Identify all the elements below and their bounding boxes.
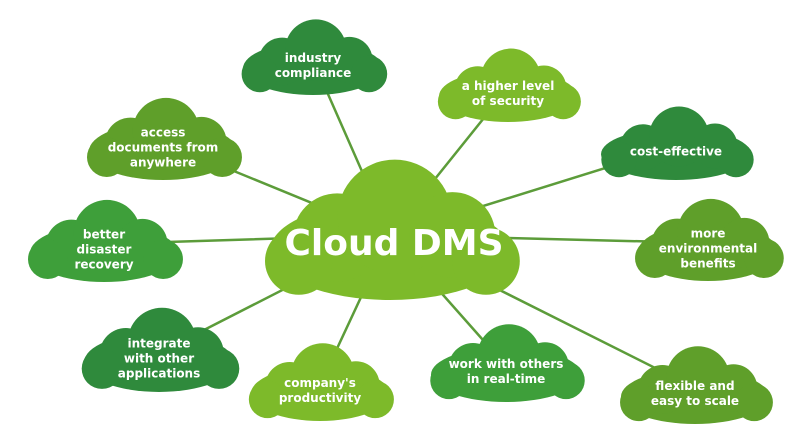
center-title: Cloud DMS xyxy=(284,223,503,264)
cloud-shape xyxy=(437,48,581,123)
node-label-line: of security xyxy=(472,94,544,108)
node-label-line: recovery xyxy=(74,258,133,272)
center-cloud: Cloud DMS xyxy=(265,159,520,300)
center-cloud-shape xyxy=(265,159,520,300)
node-label-line: work with others xyxy=(449,357,564,371)
cloud-shape xyxy=(27,199,183,282)
node-label-line: productivity xyxy=(279,391,362,405)
node-label-line: applications xyxy=(118,367,201,381)
node-label-line: in real-time xyxy=(467,372,546,386)
cloud-shape xyxy=(81,307,240,392)
node-label-line: documents from xyxy=(108,141,219,155)
node-label-line: disaster xyxy=(77,243,132,257)
node-label-line: flexible and xyxy=(655,379,734,393)
node-label-line: environmental xyxy=(659,242,757,256)
node-cost-effective: cost-effective xyxy=(601,106,754,180)
node-label-line: better xyxy=(83,228,125,242)
node-label-line: access xyxy=(141,126,186,140)
node-label-line: company's xyxy=(284,376,356,390)
cloud-shape xyxy=(620,346,773,425)
cloud-shape xyxy=(87,97,242,180)
node-label-line: compliance xyxy=(275,66,352,80)
node-label-line: cost-effective xyxy=(630,145,722,159)
cloud-shape xyxy=(601,106,754,180)
cloud-shape xyxy=(241,19,388,95)
node-label-line: a higher level xyxy=(462,79,555,93)
node-label-line: with other xyxy=(124,352,194,366)
node-label-line: industry xyxy=(285,51,342,65)
node-label-line: anywhere xyxy=(130,156,196,170)
node-label-line: integrate xyxy=(127,337,190,351)
node-label-line: more xyxy=(691,227,726,241)
cloud-shape xyxy=(248,343,394,422)
node-label-line: benefits xyxy=(680,257,735,271)
node-label-line: easy to scale xyxy=(651,394,739,408)
cloud-shape xyxy=(635,198,784,281)
cloud-shape xyxy=(430,324,585,403)
